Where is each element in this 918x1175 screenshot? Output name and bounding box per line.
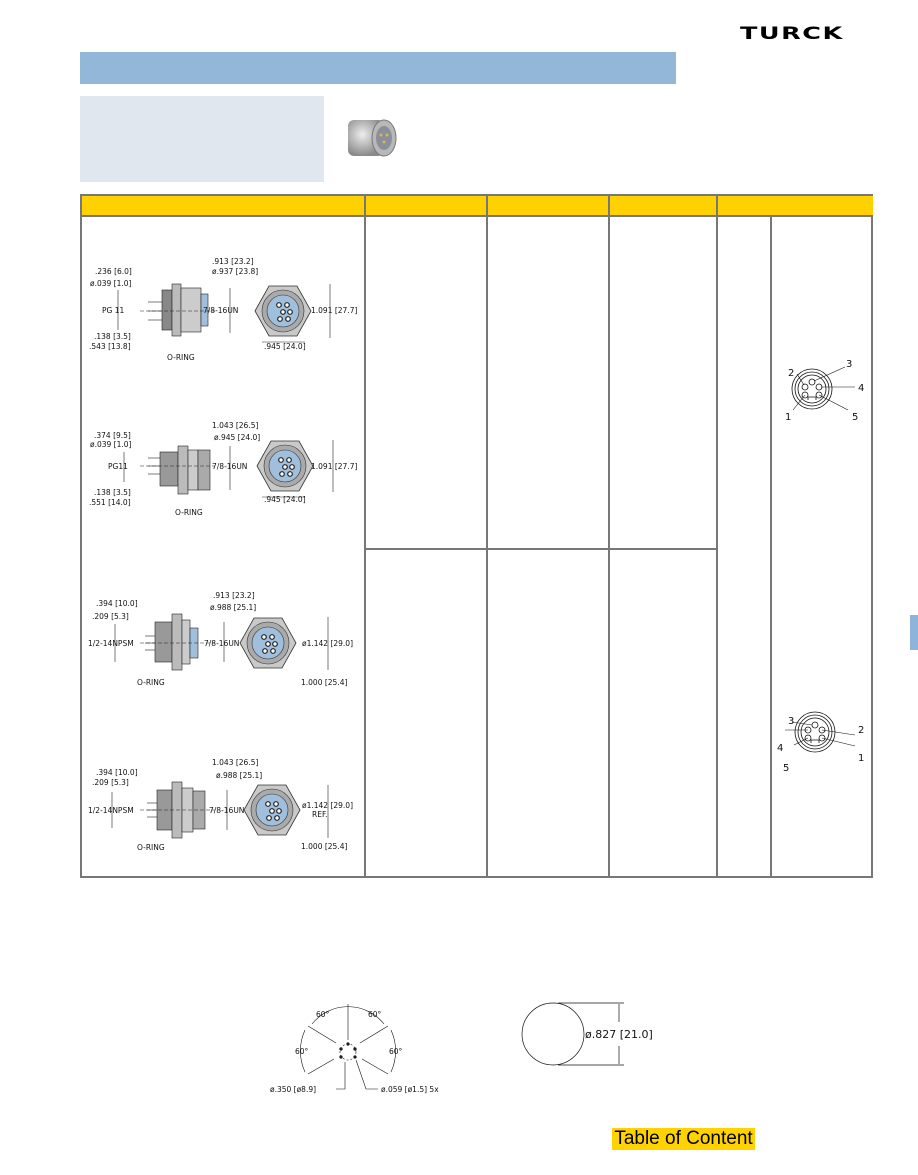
dimension-label: 60° [368, 1010, 382, 1019]
dimension-label: PG 11 [102, 306, 124, 315]
drawing-3-labels: .913 [23.2] .394 [10.0] ø.988 [25.1] .20… [88, 591, 353, 687]
pinout-diagram-female: 1 2 3 4 5 [777, 711, 864, 774]
divider [364, 196, 366, 878]
dimension-label: ø.988 [25.1] [216, 771, 262, 780]
dimension-label: .913 [23.2] [213, 591, 255, 600]
divider [716, 196, 718, 878]
header-cell-4 [610, 196, 716, 215]
dimension-label: .236 [6.0] [95, 267, 132, 276]
dimension-label: .138 [3.5] [94, 332, 131, 341]
dimension-label: ø.945 [24.0] [214, 433, 260, 442]
dimension-label: 1.091 [27.7] [311, 306, 357, 315]
dimension-label: ø.039 [1.0] [90, 440, 132, 449]
dimension-label: 1/2-14NPSM [88, 806, 134, 815]
description-box [80, 96, 324, 182]
dimension-label: .394 [10.0] [96, 768, 138, 777]
dimension-drawing-4 [111, 781, 329, 839]
dimension-label: 7/8-16UN [212, 462, 247, 471]
dimension-label: .209 [5.3] [92, 612, 129, 621]
pin-pattern-drawing [300, 1004, 396, 1090]
dimension-label: PG11 [108, 462, 128, 471]
dimension-label: O-RING [137, 678, 165, 687]
dimension-label: O-RING [137, 843, 165, 852]
dimension-label: 3 [788, 716, 794, 727]
section-tab[interactable] [910, 615, 918, 650]
dimension-label: .374 [9.5] [94, 431, 131, 440]
header-cell-pinout [718, 196, 873, 215]
dimension-label: 1/2-14NPSM [88, 639, 134, 648]
dimension-label: .394 [10.0] [96, 599, 138, 608]
dimension-label: 4 [858, 383, 864, 394]
dimension-label: ø.350 [ø8.9] [270, 1085, 316, 1094]
pin-pattern-labels: 60° 60° 60° 60° ø.350 [ø8.9] ø.059 [ø1.5… [270, 1010, 439, 1094]
dimension-label: O-RING [175, 508, 203, 517]
dimension-label: .945 [24.0] [264, 342, 306, 351]
dimension-label: 1 [858, 753, 864, 764]
dimension-label: ø.039 [1.0] [90, 279, 132, 288]
dimension-label: ø.937 [23.8] [212, 267, 258, 276]
dimension-label: 1.043 [26.5] [212, 758, 258, 767]
dimension-drawing-2 [123, 440, 334, 498]
header-cell-drawing [82, 196, 364, 215]
dimension-label: 3 [846, 359, 852, 370]
dimension-label: 7/8-16UN [204, 639, 239, 648]
dimension-label: 60° [389, 1047, 403, 1056]
product-table [80, 194, 873, 878]
pinout-diagram-male: 1 2 3 4 5 [785, 359, 864, 423]
dimension-label: 2 [858, 725, 864, 736]
header-cell-3 [488, 196, 608, 215]
dimension-label: ø1.142 [29.0] [302, 801, 353, 810]
turck-logo: TURCK [740, 24, 844, 44]
dimension-label: .913 [23.2] [212, 257, 254, 266]
dimension-label: 4 [777, 743, 783, 754]
dimension-label: ø.988 [25.1] [210, 603, 256, 612]
divider [608, 196, 610, 878]
table-of-content-link[interactable]: Table of Content [612, 1128, 755, 1150]
dimension-label: .209 [5.3] [92, 778, 129, 787]
title-bar [80, 52, 676, 84]
divider [770, 215, 772, 878]
dimension-label: 2 [788, 368, 794, 379]
divider [486, 196, 488, 878]
dimension-label: 5 [783, 763, 789, 774]
divider [82, 215, 873, 217]
dimension-label: 1.000 [25.4] [301, 842, 347, 851]
drawing-2-labels: 1.043 [26.5] ø.945 [24.0] .374 [9.5] ø.0… [89, 421, 357, 517]
dimension-label: 60° [316, 1010, 330, 1019]
drawing-4-labels: 1.043 [26.5] .394 [10.0] ø.988 [25.1] .2… [88, 758, 353, 852]
panel-hole-drawing [521, 1002, 624, 1066]
panel-hole-dimension: ø.827 [21.0] [585, 1028, 653, 1041]
dimension-label: .551 [14.0] [89, 498, 131, 507]
dimension-label: REF. [312, 810, 327, 819]
dimension-label: 5 [852, 412, 858, 423]
dimension-label: 1.000 [25.4] [301, 678, 347, 687]
dimension-label: .138 [3.5] [94, 488, 131, 497]
dimension-label: 60° [295, 1047, 309, 1056]
connector-photo [348, 119, 397, 157]
drawing-1-labels: .913 [23.2] ø.937 [23.8] .236 [6.0] ø.03… [89, 257, 357, 362]
dimension-drawing-3 [114, 613, 329, 671]
dimension-drawing-1 [117, 283, 331, 343]
dimension-label: 1.043 [26.5] [212, 421, 258, 430]
dimension-label: ø1.142 [29.0] [302, 639, 353, 648]
dimension-label: .945 [24.0] [264, 495, 306, 504]
dimension-label: 7/8-16UN [209, 806, 244, 815]
dimension-label: .543 [13.8] [89, 342, 131, 351]
dimension-label: 1.091 [27.7] [311, 462, 357, 471]
header-cell-2 [366, 196, 486, 215]
dimension-label: O-RING [167, 353, 195, 362]
divider [366, 548, 718, 550]
dimension-label: 1 [785, 412, 791, 423]
dimension-label: ø.059 [ø1.5] 5x [381, 1085, 439, 1094]
dimension-label: 7/8-16UN [203, 306, 238, 315]
